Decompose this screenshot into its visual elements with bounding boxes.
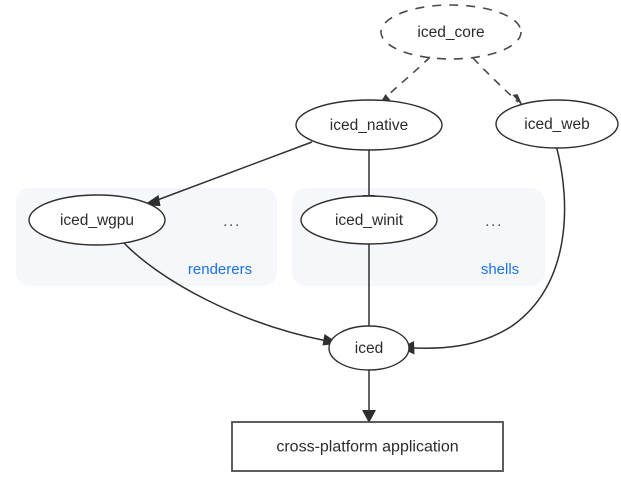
cluster-shells-ellipsis: ... bbox=[485, 213, 503, 230]
node-iced_wgpu-shape bbox=[28, 194, 166, 246]
node-iced_native[interactable]: iced_native bbox=[295, 99, 443, 151]
node-iced-shape bbox=[328, 325, 410, 371]
node-iced_winit[interactable]: iced_winit bbox=[300, 195, 438, 245]
node-application[interactable]: cross-platform application bbox=[231, 421, 504, 472]
edge-iced-to-application bbox=[362, 369, 376, 423]
node-application-shape bbox=[231, 421, 504, 472]
node-iced_core[interactable]: iced_core bbox=[380, 4, 522, 60]
edge-iced_core-to-iced_web bbox=[472, 57, 524, 108]
node-iced_web[interactable]: iced_web bbox=[495, 99, 619, 149]
node-iced_winit-label: iced_winit bbox=[335, 212, 404, 229]
cluster-label-renderers: renderers bbox=[188, 261, 252, 278]
node-iced_core-shape bbox=[380, 4, 522, 60]
node-iced_winit-shape bbox=[300, 195, 438, 245]
cluster-label-shells: shells bbox=[481, 261, 519, 278]
cluster-renderers-ellipsis: ... bbox=[223, 213, 241, 230]
node-iced_wgpu-label: iced_wgpu bbox=[60, 212, 134, 229]
node-iced_web-label: iced_web bbox=[524, 116, 590, 133]
node-iced_wgpu[interactable]: iced_wgpu bbox=[28, 194, 166, 246]
node-iced_native-shape bbox=[295, 99, 443, 151]
node-iced_native-label: iced_native bbox=[330, 117, 408, 134]
node-iced_web-shape bbox=[495, 99, 619, 149]
node-iced-label: iced bbox=[355, 340, 383, 357]
node-application-label: cross-platform application bbox=[276, 439, 458, 456]
node-iced[interactable]: iced bbox=[328, 325, 410, 371]
node-iced_core-label: iced_core bbox=[417, 24, 484, 41]
